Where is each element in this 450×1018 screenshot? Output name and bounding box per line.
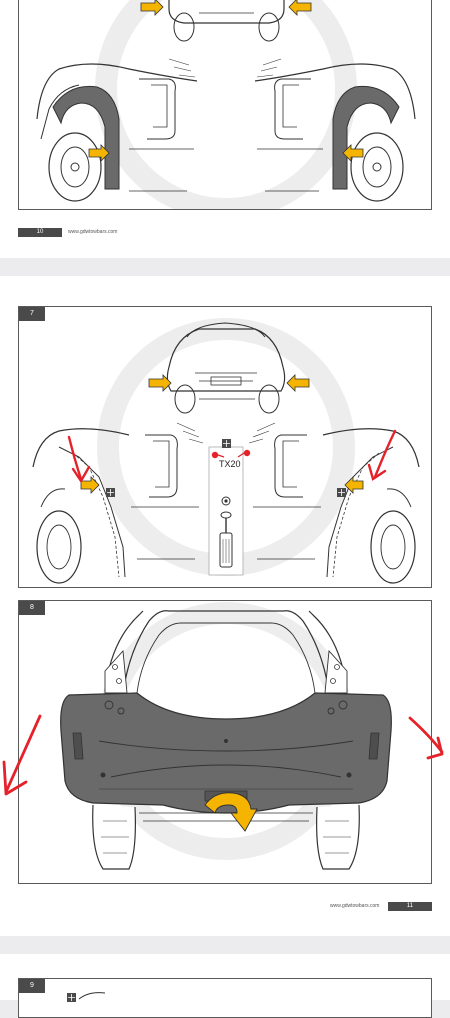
step-8-panel: 8 <box>18 600 432 884</box>
step-9-illustration <box>67 992 106 1002</box>
step-9-panel: 9 <box>18 978 432 1018</box>
manual-page-10: 10 www.gdwtowbars.com <box>0 0 450 258</box>
step-7-illustration <box>32 318 420 584</box>
manual-page-11: 7 TX20 <box>0 276 450 936</box>
step-7-number: 7 <box>19 307 45 321</box>
red-annotation-arrows <box>2 714 444 796</box>
step-8-number: 8 <box>19 601 45 615</box>
website-url: www.gdwtowbars.com <box>68 229 118 235</box>
website-url: www.gdwtowbars.com <box>330 903 380 909</box>
step-6-illustration <box>36 0 416 209</box>
step-7-panel: 7 TX20 <box>18 306 432 588</box>
manual-page-12: 9 <box>0 954 450 1018</box>
page-number-badge: 11 <box>388 902 432 911</box>
step-9-number: 9 <box>19 979 45 993</box>
step-8-illustration <box>60 602 392 870</box>
page-number-badge: 10 <box>18 228 62 237</box>
step-6-panel <box>18 0 432 210</box>
tool-label: TX20 <box>219 459 241 469</box>
